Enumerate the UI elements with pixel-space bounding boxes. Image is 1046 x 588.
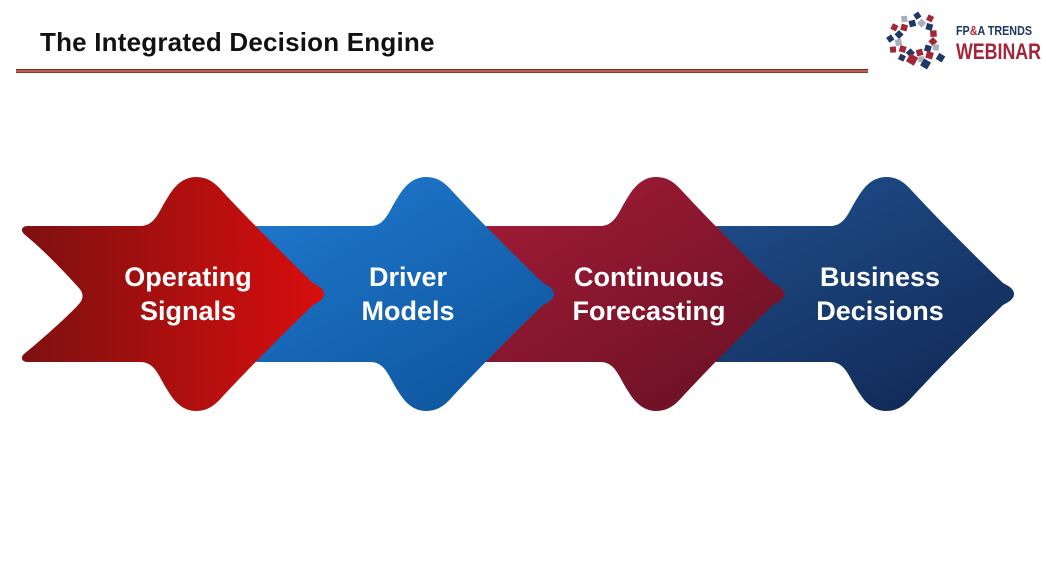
step-label-driver-models: Driver Models	[361, 262, 455, 326]
logo-text-fp: FP	[956, 23, 970, 38]
logo-swirl-icon: FP&A TRENDS WEBINAR	[886, 11, 1041, 70]
logo-webinar-text: WEBINAR	[956, 39, 1041, 64]
step-label-operating-signals: Operating Signals	[124, 262, 252, 326]
fpa-trends-webinar-logo: FP&A TRENDS WEBINAR	[876, 8, 1044, 70]
logo-brand-text: FP&A TRENDS	[956, 23, 1032, 38]
logo-text-amp: &	[970, 23, 978, 38]
logo-text-a-trends: A TRENDS	[977, 23, 1032, 38]
step-label-business-decisions: Business Decisions	[816, 262, 944, 326]
title-underline	[16, 69, 868, 73]
slide-title: The Integrated Decision Engine	[40, 27, 435, 57]
step-label-continuous-forecasting: Continuous Forecasting	[572, 262, 726, 326]
